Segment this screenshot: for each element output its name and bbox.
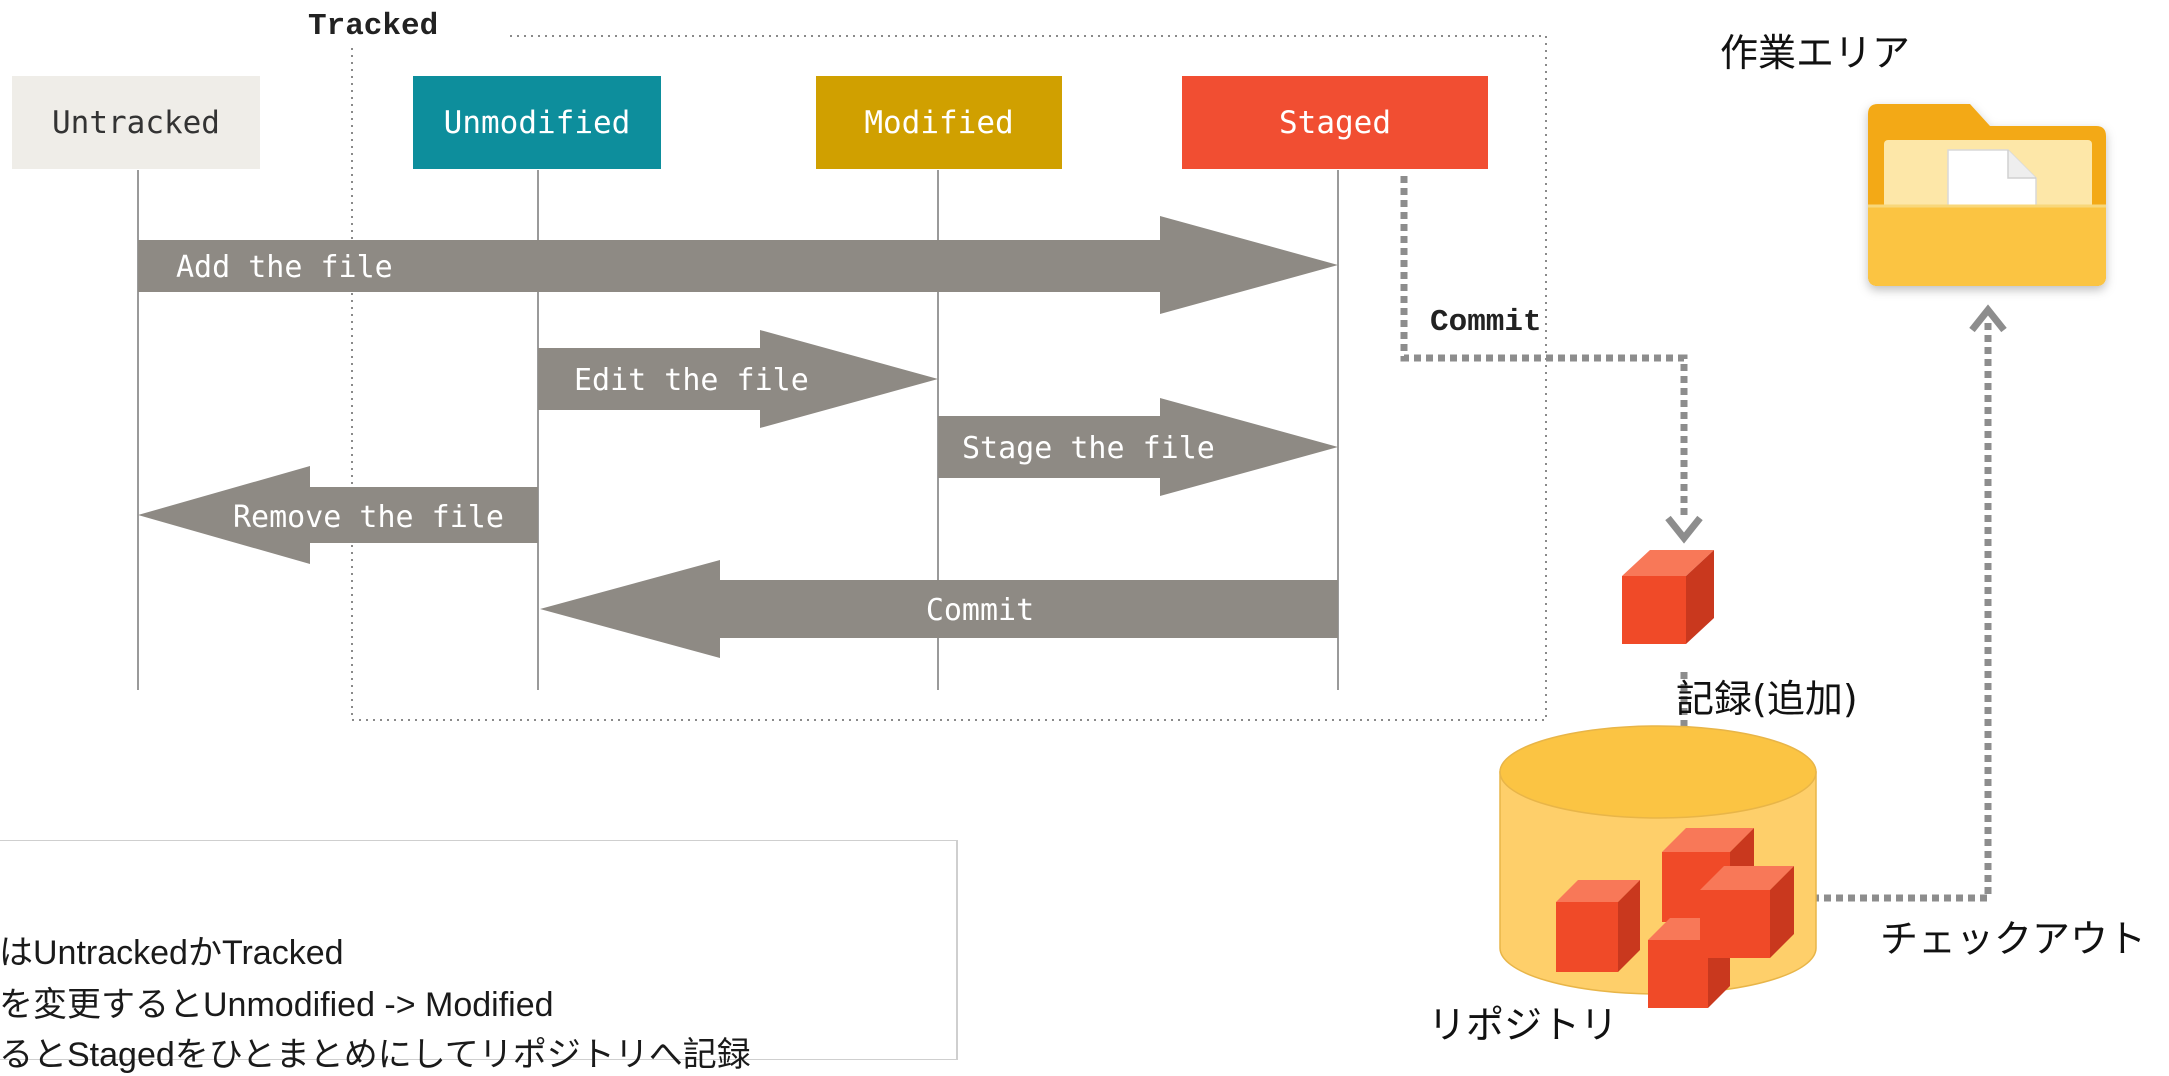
note-line-3: るとStagedをひとまとめにしてリポジトリへ記録 (0, 1036, 751, 1074)
edit-file-label: Edit the file (574, 363, 809, 398)
transition-arrows (138, 216, 1338, 658)
edit-file-arrow (538, 330, 938, 428)
diagram-canvas: Tracked Untracked Unmodified Modified St… (12, 9, 2146, 1043)
state-staged: Staged (1182, 76, 1488, 169)
stage-file-label: Stage the file (962, 431, 1215, 466)
stage-file-arrow (938, 398, 1338, 496)
commit-arrow (540, 560, 1338, 658)
notes-box: はUntrackedかTracked を変更するとUnmodified -> M… (0, 840, 958, 1074)
git-lifecycle-diagram: Tracked Untracked Unmodified Modified St… (0, 9, 2146, 1074)
connector-arrowheads (1665, 304, 2007, 802)
remove-file-label: Remove the file (233, 500, 504, 535)
checkout-label: チェックアウト (1880, 917, 2146, 961)
flow-commit-label: Commit (1430, 305, 1542, 340)
state-unmodified-label: Unmodified (444, 105, 631, 141)
arrowhead-down-1 (1665, 515, 1703, 544)
cube-icon (1622, 550, 1714, 644)
repository-cylinder-icon (1499, 725, 1817, 1008)
state-staged-label: Staged (1279, 105, 1391, 141)
add-file-arrow (138, 216, 1338, 314)
note-line-1: はUntrackedかTracked (0, 934, 344, 972)
remove-file-arrow (138, 466, 538, 564)
work-area-label: 作業エリア (1720, 31, 1910, 75)
note-line-2: を変更するとUnmodified -> Modified (0, 986, 554, 1024)
repository-label: リポジトリ (1428, 1003, 1618, 1043)
state-untracked-label: Untracked (52, 105, 220, 141)
state-unmodified: Unmodified (413, 76, 661, 169)
state-modified-label: Modified (864, 105, 1013, 141)
state-modified: Modified (816, 76, 1062, 169)
commit-label: Commit (926, 593, 1034, 628)
add-file-label: Add the file (176, 250, 393, 285)
folder-icon (1868, 104, 2106, 286)
arrowhead-up (1969, 304, 2007, 333)
record-label: 記録(追加) (1676, 677, 1858, 721)
repository-cubes (1556, 828, 1794, 1008)
state-untracked: Untracked (12, 76, 260, 169)
tracked-label: Tracked (308, 9, 438, 44)
